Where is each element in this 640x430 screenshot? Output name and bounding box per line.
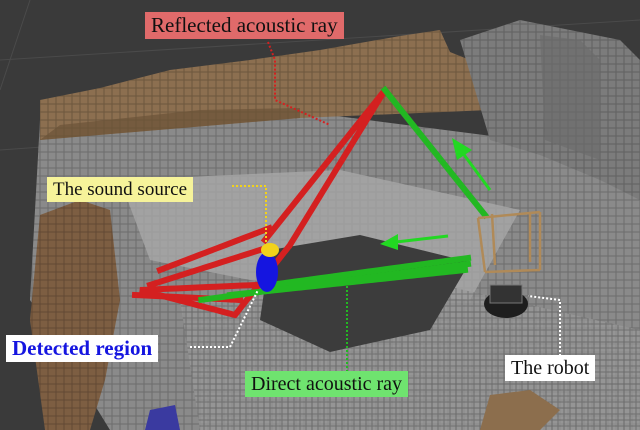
robot-label: The robot bbox=[505, 355, 596, 381]
sound-source-marker bbox=[261, 243, 279, 257]
direction-arrows bbox=[380, 138, 492, 250]
detected-region-label: Detected region bbox=[6, 335, 159, 362]
reflected-leader bbox=[267, 41, 331, 126]
detected-leader bbox=[190, 289, 259, 348]
robot-leader bbox=[527, 295, 561, 356]
source-leader bbox=[232, 185, 267, 244]
robot bbox=[476, 210, 542, 318]
sound-source-label: The sound source bbox=[47, 177, 194, 202]
reflected-ray-label: Reflected acoustic ray bbox=[145, 12, 344, 39]
floor-object bbox=[480, 390, 560, 430]
detected-region-marker bbox=[256, 252, 278, 292]
direct-ray-label: Direct acoustic ray bbox=[245, 371, 409, 397]
